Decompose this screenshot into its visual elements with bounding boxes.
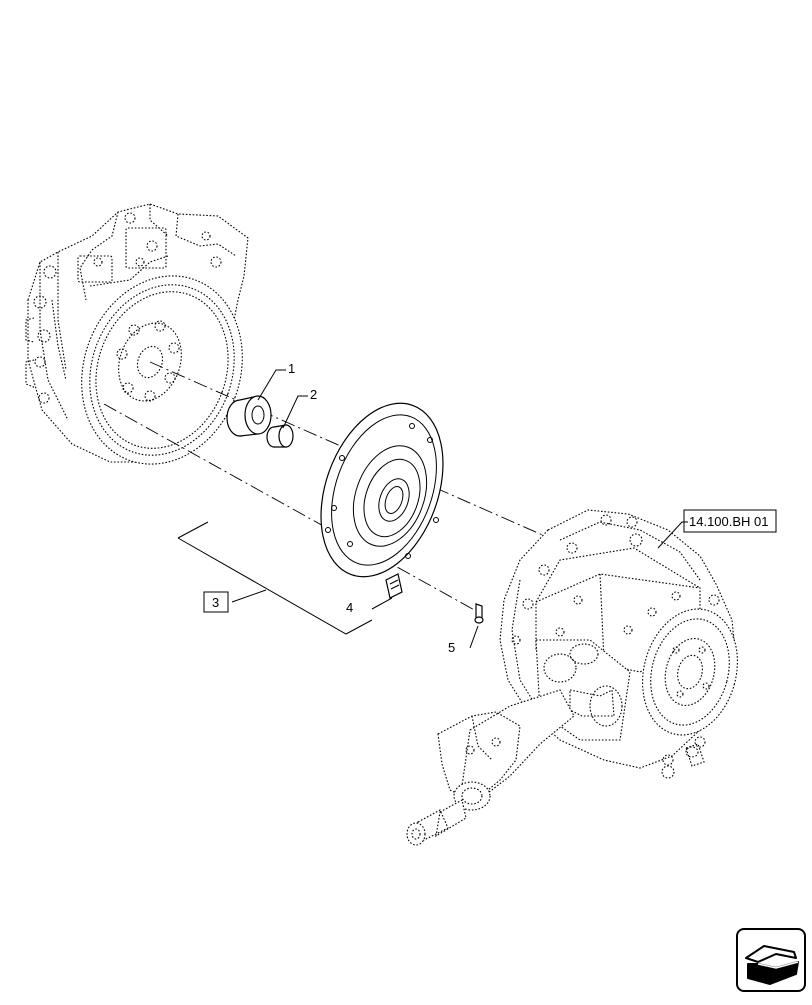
next-page-arrow-icon[interactable] bbox=[736, 928, 806, 992]
part-1-spacer bbox=[226, 395, 272, 437]
callout-1: 1 bbox=[288, 361, 295, 376]
callout-leaders bbox=[177, 369, 777, 649]
part-4-lock-plate bbox=[385, 573, 403, 599]
engine-flywheel-housing bbox=[25, 203, 249, 465]
callout-5: 5 bbox=[448, 640, 455, 655]
part-3-coupling-plate bbox=[320, 402, 444, 578]
part-2-bushing bbox=[266, 424, 294, 448]
reference-label: 14.100.BH 01 bbox=[689, 514, 769, 529]
callout-3: 3 bbox=[212, 595, 219, 610]
part-5-bolt bbox=[474, 603, 484, 624]
callout-4: 4 bbox=[346, 600, 353, 615]
gearbox-assembly bbox=[406, 509, 738, 846]
callout-2: 2 bbox=[310, 387, 317, 402]
